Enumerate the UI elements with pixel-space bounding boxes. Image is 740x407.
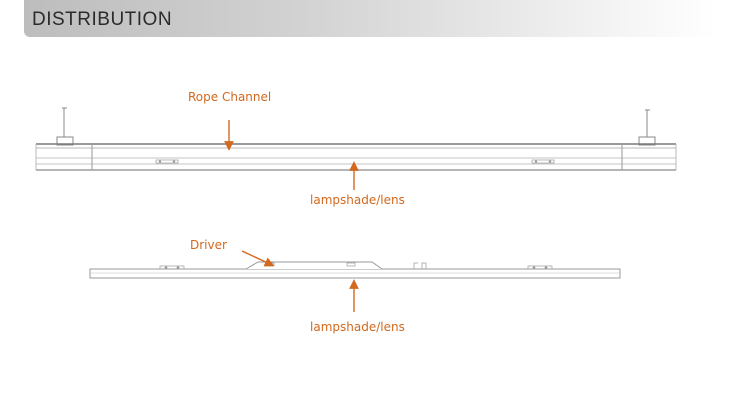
driver-arrow	[241, 250, 275, 267]
driver-label: Driver	[190, 238, 227, 252]
rope-channel-fixture	[35, 107, 677, 171]
top-lens-label: lampshade/lens	[310, 193, 405, 207]
driver-lens-profile	[89, 261, 621, 279]
bottom-lens-label: lampshade/lens	[310, 320, 405, 334]
section-header: DISTRIBUTION	[24, 0, 716, 37]
section-title: DISTRIBUTION	[32, 9, 173, 30]
rope-channel-label: Rope Channel	[188, 90, 272, 104]
